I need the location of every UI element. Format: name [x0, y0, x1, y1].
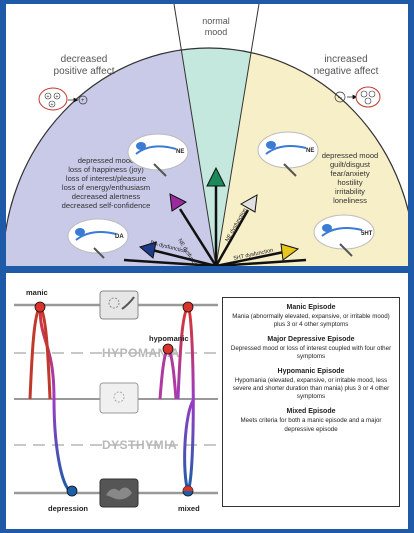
svg-text:+: +: [51, 102, 54, 108]
dysthymia-band-label: DYSTHYMIA: [102, 438, 177, 452]
episode-desc: Mania (abnormally elevated, expansive, o…: [232, 313, 390, 329]
right-symptom-4: hostility: [337, 178, 363, 187]
euthymia-weather-icon: [99, 382, 139, 414]
normal-boundary-left: [173, 4, 217, 266]
hypomanic-dot: [162, 343, 174, 355]
mood-episode-chart: HYPOMANIA DYSTHYMIA manic: [14, 288, 218, 513]
episode-desc: Depressed mood or loss of interest coupl…: [230, 345, 392, 361]
hypomanic-label: hypomanic: [149, 334, 189, 343]
episode-title: Hypomanic Episode: [277, 368, 345, 376]
arrow-ne-left: [169, 193, 218, 266]
mood-curve-depression: [38, 306, 73, 493]
depression-weather-icon: [99, 478, 139, 508]
episode-major-depressive: Major Depressive Episode Depressed mood …: [229, 336, 393, 361]
increased-label-2: negative affect: [314, 66, 379, 77]
arrow-normal-mood: [206, 166, 226, 266]
right-symptom-3: fear/anxiety: [330, 169, 369, 178]
episode-desc: Meets criteria for both a manic episode …: [240, 417, 382, 433]
depression-dot: [66, 485, 78, 497]
left-symptom-2: loss of happiness (joy): [68, 165, 144, 174]
left-symptom-6: decreased self-confidence: [62, 201, 151, 210]
arrow-right-horizontal: [215, 258, 307, 266]
brain-5ht-icon: 5HT: [313, 214, 375, 257]
right-symptom-6: loneliness: [333, 196, 367, 205]
left-symptom-5: decreased alertness: [72, 192, 141, 201]
right-symptom-1: depressed mood: [322, 151, 379, 160]
decreased-label-2: positive affect: [54, 66, 115, 77]
normal-mood-label-2: mood: [205, 27, 228, 37]
affect-semicircle-diagram: normal mood decreased positive affect in…: [6, 4, 408, 266]
svg-text:+: +: [47, 94, 50, 100]
arrow-left-horizontal: [123, 258, 217, 266]
left-symptom-3: loss of interest/pleasure: [66, 174, 146, 183]
brain-5ht-label: 5HT: [361, 231, 373, 237]
hypomania-band-label: HYPOMANIA: [102, 346, 180, 360]
manic-label: manic: [26, 288, 48, 297]
positive-affect-icon: + + + +: [38, 87, 88, 111]
brain-ne-left-icon: NE: [127, 133, 189, 177]
mood-episode-panel: HYPOMANIA DYSTHYMIA manic: [6, 273, 408, 529]
right-symptom-2: guilt/disgust: [330, 160, 371, 169]
normal-mood-region: [174, 48, 259, 266]
brain-ne-right-label: NE: [306, 148, 314, 154]
mood-curve-mixed: [176, 304, 196, 496]
brain-ne-left-label: NE: [176, 149, 184, 155]
affect-diagram-panel: normal mood decreased positive affect in…: [6, 4, 408, 266]
episode-manic: Manic Episode Mania (abnormally elevated…: [229, 304, 393, 329]
arrow-ne-right: [214, 194, 258, 266]
left-symptom-1: depressed mood: [78, 156, 135, 165]
mixed-top-dot: [182, 301, 194, 313]
brain-da-icon: DA: [67, 218, 129, 259]
svg-text:+: +: [56, 94, 59, 100]
decreased-label-1: decreased: [61, 54, 108, 65]
episode-desc: Hypomania (elevated, expansive, or irrit…: [232, 377, 390, 401]
semicircle-outline: [6, 47, 408, 234]
depression-label: depression: [48, 504, 88, 513]
negative-affect-icon: –: [334, 86, 381, 108]
svg-text:+: +: [81, 98, 85, 104]
manic-dot: [34, 301, 46, 313]
right-symptom-5: irritability: [335, 187, 365, 196]
increased-label-1: increased: [324, 54, 367, 65]
episode-definitions-box: Manic Episode Mania (abnormally elevated…: [222, 297, 400, 507]
mixed-bottom-dot: [182, 485, 194, 497]
arrow-da: [138, 241, 217, 266]
brain-da-label: DA: [115, 234, 124, 240]
mania-weather-icon: [99, 290, 139, 320]
normal-mood-label-1: normal: [202, 16, 230, 26]
episode-hypomanic: Hypomanic Episode Hypomania (elevated, e…: [229, 368, 393, 401]
normal-boundary-right: [215, 4, 260, 266]
episode-title: Mixed Episode: [286, 408, 336, 416]
episode-title: Major Depressive Episode: [267, 336, 355, 344]
episode-mixed: Mixed Episode Meets criteria for both a …: [229, 408, 393, 433]
episode-title: Manic Episode: [286, 304, 336, 311]
svg-text:–: –: [338, 95, 342, 102]
left-symptom-4: loss of energy/enthusiasm: [62, 183, 150, 192]
mixed-label: mixed: [178, 504, 200, 513]
arrow-5ht: [215, 243, 300, 266]
brain-ne-right-icon: NE: [257, 131, 319, 177]
